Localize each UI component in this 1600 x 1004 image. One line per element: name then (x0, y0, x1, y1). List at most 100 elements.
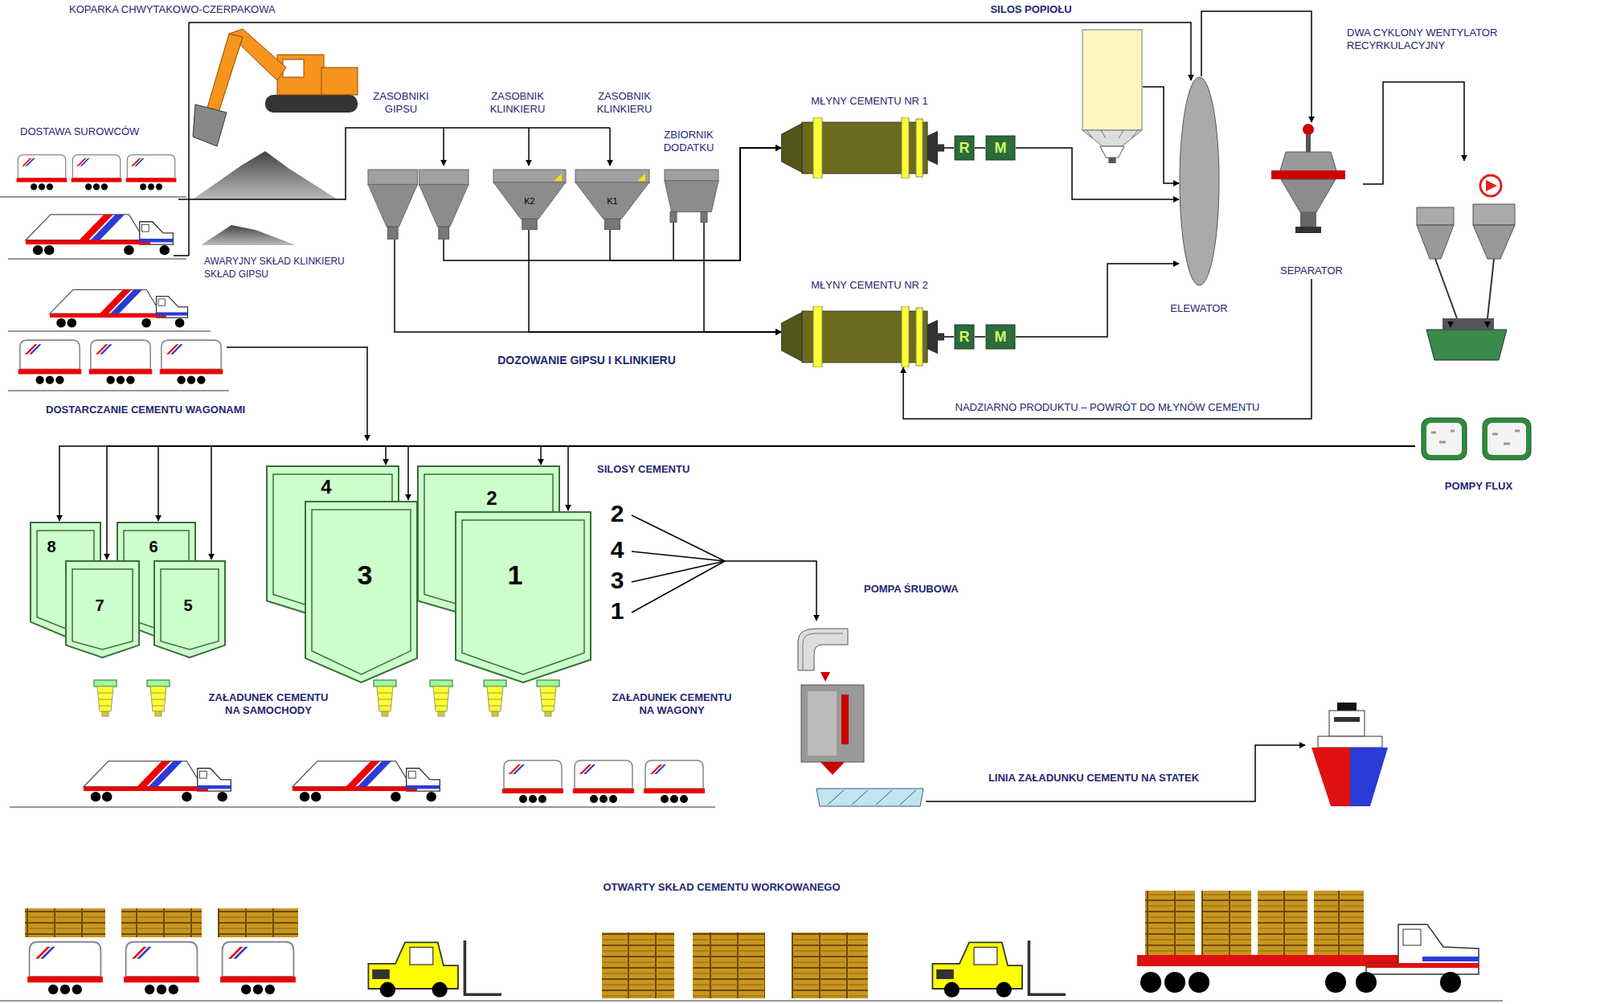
loading-spout (147, 679, 170, 717)
flow-line (188, 22, 1191, 81)
flux-pumps: POMPY FLUX (1415, 416, 1543, 495)
ash-silo-outline (1082, 130, 1142, 147)
screw-pump-outline (801, 684, 864, 762)
callout-number: 2 (610, 501, 625, 526)
hopper-outline (367, 168, 470, 240)
ash-silo-outline (1082, 29, 1142, 131)
flatbed-truck (1325, 971, 1347, 993)
ash-silo-outline (1108, 157, 1116, 164)
loading-spout (373, 679, 397, 717)
cyclones-outline (1416, 225, 1454, 259)
ground-line (0, 196, 1503, 1001)
loading-spout (429, 679, 453, 717)
cyclones-outline (1435, 258, 1494, 319)
delivery-vehicles (159, 339, 224, 385)
screw-pump-outline (807, 691, 837, 756)
cement-silo-outline (455, 511, 591, 683)
hopper-outline (493, 169, 566, 184)
mill-outline (901, 306, 909, 368)
node-text: POMPY FLUX (1415, 479, 1543, 493)
hopper-outline (522, 218, 537, 230)
excavator (277, 54, 324, 95)
hopper: ZBIORNIK DODATKU (663, 168, 720, 223)
hopper-outline (664, 180, 719, 213)
screw-pump-outline (791, 625, 868, 778)
flow-connector (59, 446, 1416, 521)
flow-connector (944, 335, 954, 338)
mill-outline (916, 307, 923, 366)
cement-silo-outline (454, 510, 593, 684)
bagged-cement-store (24, 908, 1066, 999)
flux-pumps-outline (1431, 430, 1520, 444)
hopper-outline (700, 212, 708, 223)
node-heading: ZASOBNIK KLINKIERU (588, 90, 661, 115)
cyclones: DWA CYKLONY WENTYLATOR RECYRKULACYJNY (1410, 160, 1523, 370)
flux-pumps-outline (1421, 417, 1467, 460)
node-heading: ELEWATOR (1170, 302, 1228, 316)
cement-silo: 5 (152, 559, 227, 659)
mill-outline (813, 117, 823, 179)
mill-outline (937, 332, 945, 340)
bagged-cement-store (123, 941, 200, 995)
flow-line (173, 22, 338, 256)
bagged-cement-store (217, 908, 299, 938)
mill-outline (901, 117, 909, 179)
flatbed-truck (1257, 890, 1308, 955)
loading-vehicles (83, 760, 705, 803)
ash-silo: SILOS POPIOŁU (1081, 28, 1143, 164)
loading-spout (94, 679, 117, 717)
delivery-vehicles (16, 155, 68, 191)
flow-connector (540, 446, 1416, 465)
hopper-outline (438, 226, 450, 240)
ship (1311, 747, 1351, 807)
hopper-outline (664, 169, 719, 182)
node-heading: ZASOBNIK KLINKIERU (481, 90, 554, 115)
ship (1350, 747, 1388, 807)
flatbed-truck (1313, 890, 1364, 955)
cement-silo-outline (311, 509, 411, 675)
plain-label: LINIA ZAŁADUNKU CEMENTU NA STATEK (988, 771, 1199, 785)
bagged-cement-store (220, 941, 296, 995)
node-heading: DWA CYKLONY WENTYLATOR RECYRKULACYJNY (1346, 26, 1532, 52)
elevator: ELEWATOR (1178, 76, 1220, 287)
flux-pumps-outline (1482, 417, 1531, 460)
cyclones-outline (1484, 321, 1491, 328)
hopper-outline (670, 212, 677, 223)
screw-pump-outline (820, 671, 831, 682)
mill-outline (927, 130, 938, 166)
plain-label: SKŁAD GIPSU (204, 268, 269, 280)
separator-outline (1305, 134, 1311, 152)
loading-spout (94, 679, 560, 717)
hopper-outline (605, 218, 621, 230)
ship (1329, 710, 1365, 737)
delivery-vehicles (25, 214, 173, 255)
node-heading: MŁYNY CEMENTU NR 2 (810, 278, 929, 292)
node-text: R (953, 323, 975, 350)
cyclones-outline (1426, 329, 1507, 361)
loading-spout (483, 679, 507, 717)
cyclones-outline (1480, 175, 1502, 197)
plain-label: DOSTAWA SUROWCÓW (20, 125, 140, 139)
bagged-cement-store (601, 932, 675, 999)
mill-outline (916, 118, 923, 177)
elevator-outline (1178, 76, 1220, 287)
screw-pump-outline (797, 628, 848, 671)
plain-label: DOSTARCZANIE CEMENTU WAGONAMI (45, 403, 246, 417)
node-text: 8 (46, 538, 56, 555)
cement-silo: 3 (303, 499, 419, 684)
ship (1337, 702, 1357, 711)
mill-outline (813, 306, 823, 368)
bagged-cement-store (932, 940, 1066, 998)
cement-silo-outline (154, 560, 226, 658)
callout-number: 4 (610, 537, 625, 562)
cement-silo-outline (462, 519, 585, 675)
process-box: R (953, 323, 975, 350)
hopper-outline (575, 169, 650, 184)
loading-spout (536, 679, 560, 717)
separator-outline (1295, 226, 1322, 234)
plain-label: KOPARKA CHWYTAKOWO-CZERPAKOWA (69, 3, 276, 17)
flow-line (442, 127, 445, 166)
separator-outline (1280, 179, 1336, 213)
node-heading: POMPA ŚRUBOWA (863, 582, 959, 596)
hopper-outline (419, 184, 470, 227)
